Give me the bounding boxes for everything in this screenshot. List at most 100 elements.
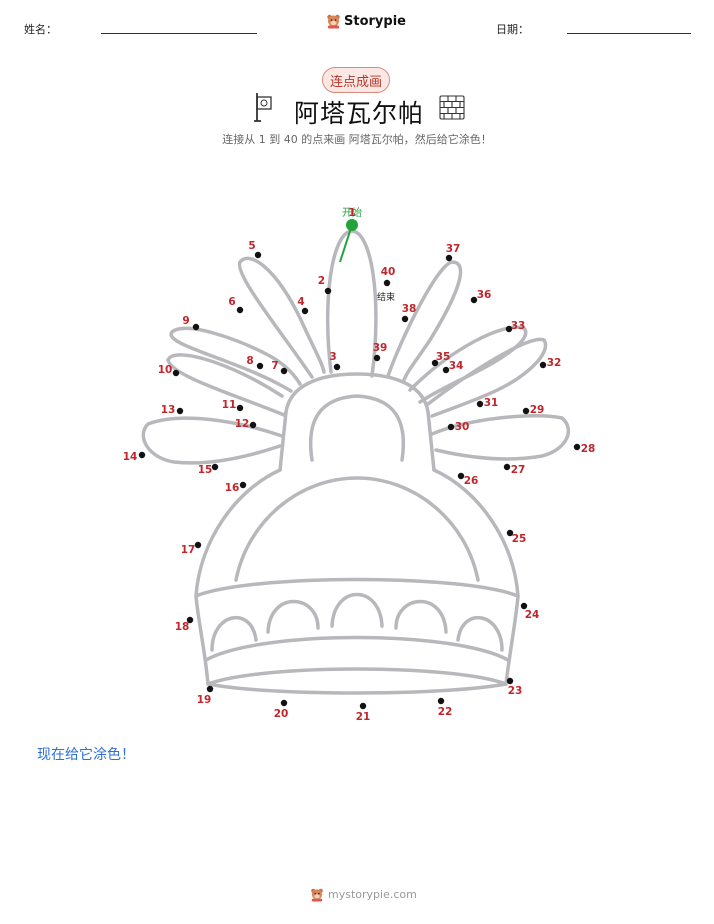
dot-number-19: 19 bbox=[197, 694, 212, 706]
dot-number-40: 40 bbox=[381, 266, 396, 278]
feather-right-4 bbox=[430, 413, 571, 461]
dot-number-22: 22 bbox=[438, 706, 453, 718]
dot-number-26: 26 bbox=[464, 475, 479, 487]
dot-number-24: 24 bbox=[525, 609, 540, 621]
dot-number-36: 36 bbox=[477, 289, 492, 301]
dot-number-34: 34 bbox=[449, 360, 464, 372]
brick-wall-icon bbox=[439, 95, 465, 120]
feather-left-1 bbox=[237, 256, 326, 379]
dot-number-37: 37 bbox=[446, 243, 461, 255]
dot-number-17: 17 bbox=[181, 544, 196, 556]
dot-38 bbox=[401, 315, 409, 323]
storypie-logo: Storypie bbox=[326, 13, 406, 29]
dot-number-11: 11 bbox=[222, 399, 237, 411]
dot-29 bbox=[522, 407, 530, 415]
dot-23 bbox=[506, 677, 514, 685]
dot-number-29: 29 bbox=[530, 404, 545, 416]
start-label: 开始 bbox=[342, 206, 362, 219]
color-prompt: 现在给它涂色！ bbox=[37, 747, 135, 763]
dot-33 bbox=[505, 325, 513, 333]
dot-number-5: 5 bbox=[248, 240, 255, 252]
dot-number-39: 39 bbox=[373, 342, 388, 354]
brand-name: Storypie bbox=[344, 13, 406, 29]
feather-right-3 bbox=[426, 337, 548, 418]
dot-39 bbox=[373, 354, 381, 362]
dot-number-21: 21 bbox=[356, 711, 371, 723]
dot-7 bbox=[280, 367, 288, 375]
dot-number-30: 30 bbox=[455, 421, 470, 433]
dot-5 bbox=[254, 251, 262, 259]
dot-32 bbox=[539, 361, 547, 369]
arch-5 bbox=[456, 615, 504, 652]
feather-left-3 bbox=[166, 353, 286, 417]
name-label: 姓名： bbox=[24, 23, 57, 36]
dot-19 bbox=[206, 685, 214, 693]
dot-6 bbox=[236, 306, 244, 314]
arch-1 bbox=[210, 615, 258, 652]
dot-25 bbox=[506, 529, 514, 537]
hat-band-bottom bbox=[204, 635, 510, 662]
dot-number-35: 35 bbox=[436, 351, 451, 363]
date-label: 日期： bbox=[496, 23, 529, 36]
dot-number-27: 27 bbox=[511, 464, 526, 476]
hat-rim bbox=[206, 667, 508, 686]
dot-18 bbox=[186, 616, 194, 624]
activity-badge: 连点成画 bbox=[322, 67, 390, 93]
feather-right-2 bbox=[408, 325, 528, 404]
dot-number-4: 4 bbox=[297, 296, 304, 308]
dot-31 bbox=[476, 400, 484, 408]
arch-2 bbox=[266, 599, 320, 634]
dot-number-10: 10 bbox=[158, 364, 173, 376]
dot-2 bbox=[324, 287, 332, 295]
dot-15 bbox=[211, 463, 219, 471]
arch-3 bbox=[330, 592, 384, 628]
dot-10 bbox=[172, 369, 180, 377]
dot-number-9: 9 bbox=[182, 315, 189, 327]
dot-11 bbox=[236, 404, 244, 412]
dot-24 bbox=[520, 602, 528, 610]
dot-number-31: 31 bbox=[484, 397, 499, 409]
dot-number-38: 38 bbox=[402, 303, 417, 315]
instructions: 连接从 1 到 40 的点来画 阿塔瓦尔帕，然后给它涂色！ bbox=[222, 133, 492, 146]
dot-number-32: 32 bbox=[547, 357, 562, 369]
dot-number-7: 7 bbox=[271, 360, 278, 372]
dot-3 bbox=[333, 363, 341, 371]
dot-30 bbox=[447, 423, 455, 431]
dot-12 bbox=[249, 421, 257, 429]
outline-drawing bbox=[141, 229, 571, 695]
hat-band-top bbox=[194, 577, 520, 598]
dot-number-14: 14 bbox=[123, 451, 138, 463]
dot-28 bbox=[573, 443, 581, 451]
dot-number-12: 12 bbox=[235, 418, 250, 430]
dot-number-33: 33 bbox=[511, 320, 526, 332]
dot-number-28: 28 bbox=[581, 443, 596, 455]
dot-14 bbox=[138, 451, 146, 459]
dot-number-18: 18 bbox=[175, 621, 190, 633]
dot-number-8: 8 bbox=[246, 355, 253, 367]
dot-number-20: 20 bbox=[274, 708, 289, 720]
dot-20 bbox=[280, 699, 288, 707]
feather-left-4 bbox=[141, 416, 284, 465]
dot-22 bbox=[437, 697, 445, 705]
dot-number-25: 25 bbox=[512, 533, 527, 545]
dot-37 bbox=[445, 254, 453, 262]
dot-13 bbox=[176, 407, 184, 415]
dot-number-23: 23 bbox=[508, 685, 523, 697]
dot-35 bbox=[431, 359, 439, 367]
dot-4 bbox=[301, 307, 309, 315]
footer-url: mystorypie.com bbox=[328, 888, 417, 901]
bear-mascot-icon bbox=[327, 14, 340, 29]
dot-40 bbox=[383, 279, 391, 287]
dot-36 bbox=[470, 296, 478, 304]
arch-4 bbox=[394, 599, 448, 634]
dot-16 bbox=[239, 481, 247, 489]
page-title: 阿塔瓦尔帕 bbox=[294, 99, 425, 128]
feather-right-1 bbox=[386, 260, 463, 382]
hat-inner-arch bbox=[308, 394, 406, 462]
start-line bbox=[339, 224, 353, 263]
date-line bbox=[567, 33, 691, 34]
dot-21 bbox=[359, 702, 367, 710]
name-line bbox=[101, 33, 257, 34]
